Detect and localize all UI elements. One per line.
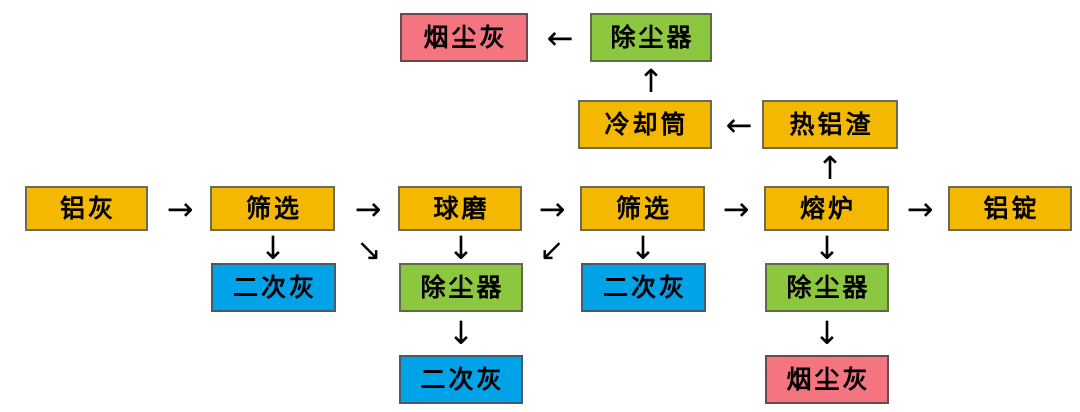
flow-node-yanchenhui_top[interactable]: 烟尘灰: [400, 13, 528, 62]
arrow-right-icon: →: [722, 190, 750, 228]
arrow-down-icon: ↓: [813, 314, 841, 352]
flow-node-lvding[interactable]: 铝锭: [948, 186, 1072, 231]
flow-node-relvzha[interactable]: 热铝渣: [762, 100, 898, 149]
arrow-up-icon: ↑: [637, 62, 665, 100]
arrow-left-icon: ←: [725, 106, 753, 144]
arrow-up-icon: ↑: [816, 149, 844, 187]
arrow-right-icon: →: [906, 190, 934, 228]
arrow-right-icon: →: [538, 190, 566, 228]
flow-node-qiumo[interactable]: 球磨: [398, 186, 522, 231]
arrow-right-icon: →: [354, 190, 382, 228]
flow-node-chuchenqi_2[interactable]: 除尘器: [765, 263, 889, 312]
flow-node-ercihui_2[interactable]: 二次灰: [581, 263, 706, 312]
flow-node-chuchenqi_top[interactable]: 除尘器: [590, 13, 712, 62]
arrow-right-icon: →: [166, 190, 194, 228]
arrow-left-icon: ←: [546, 19, 574, 57]
flow-node-shaixuan_1[interactable]: 筛选: [210, 186, 335, 231]
arrow-down-icon: ↓: [629, 229, 657, 267]
arrow-down-right-icon: ↘: [356, 233, 382, 268]
flow-node-lengquetong[interactable]: 冷却筒: [578, 100, 712, 149]
arrow-down-icon: ↓: [813, 229, 841, 267]
flow-node-yanchenhui_bot[interactable]: 烟尘灰: [765, 355, 889, 404]
arrow-down-icon: ↓: [447, 314, 475, 352]
arrow-down-icon: ↓: [447, 229, 475, 267]
flow-node-ronglu[interactable]: 熔炉: [764, 186, 889, 231]
flow-node-shaixuan_2[interactable]: 筛选: [580, 186, 705, 231]
flow-node-ercihui_3[interactable]: 二次灰: [399, 355, 523, 404]
arrow-down-icon: ↓: [259, 229, 287, 267]
arrow-down-left-icon: ↙: [539, 233, 565, 268]
flow-node-lvhui[interactable]: 铝灰: [25, 186, 148, 231]
flow-node-chuchenqi_1[interactable]: 除尘器: [399, 263, 523, 312]
flow-node-ercihui_1[interactable]: 二次灰: [211, 263, 336, 312]
